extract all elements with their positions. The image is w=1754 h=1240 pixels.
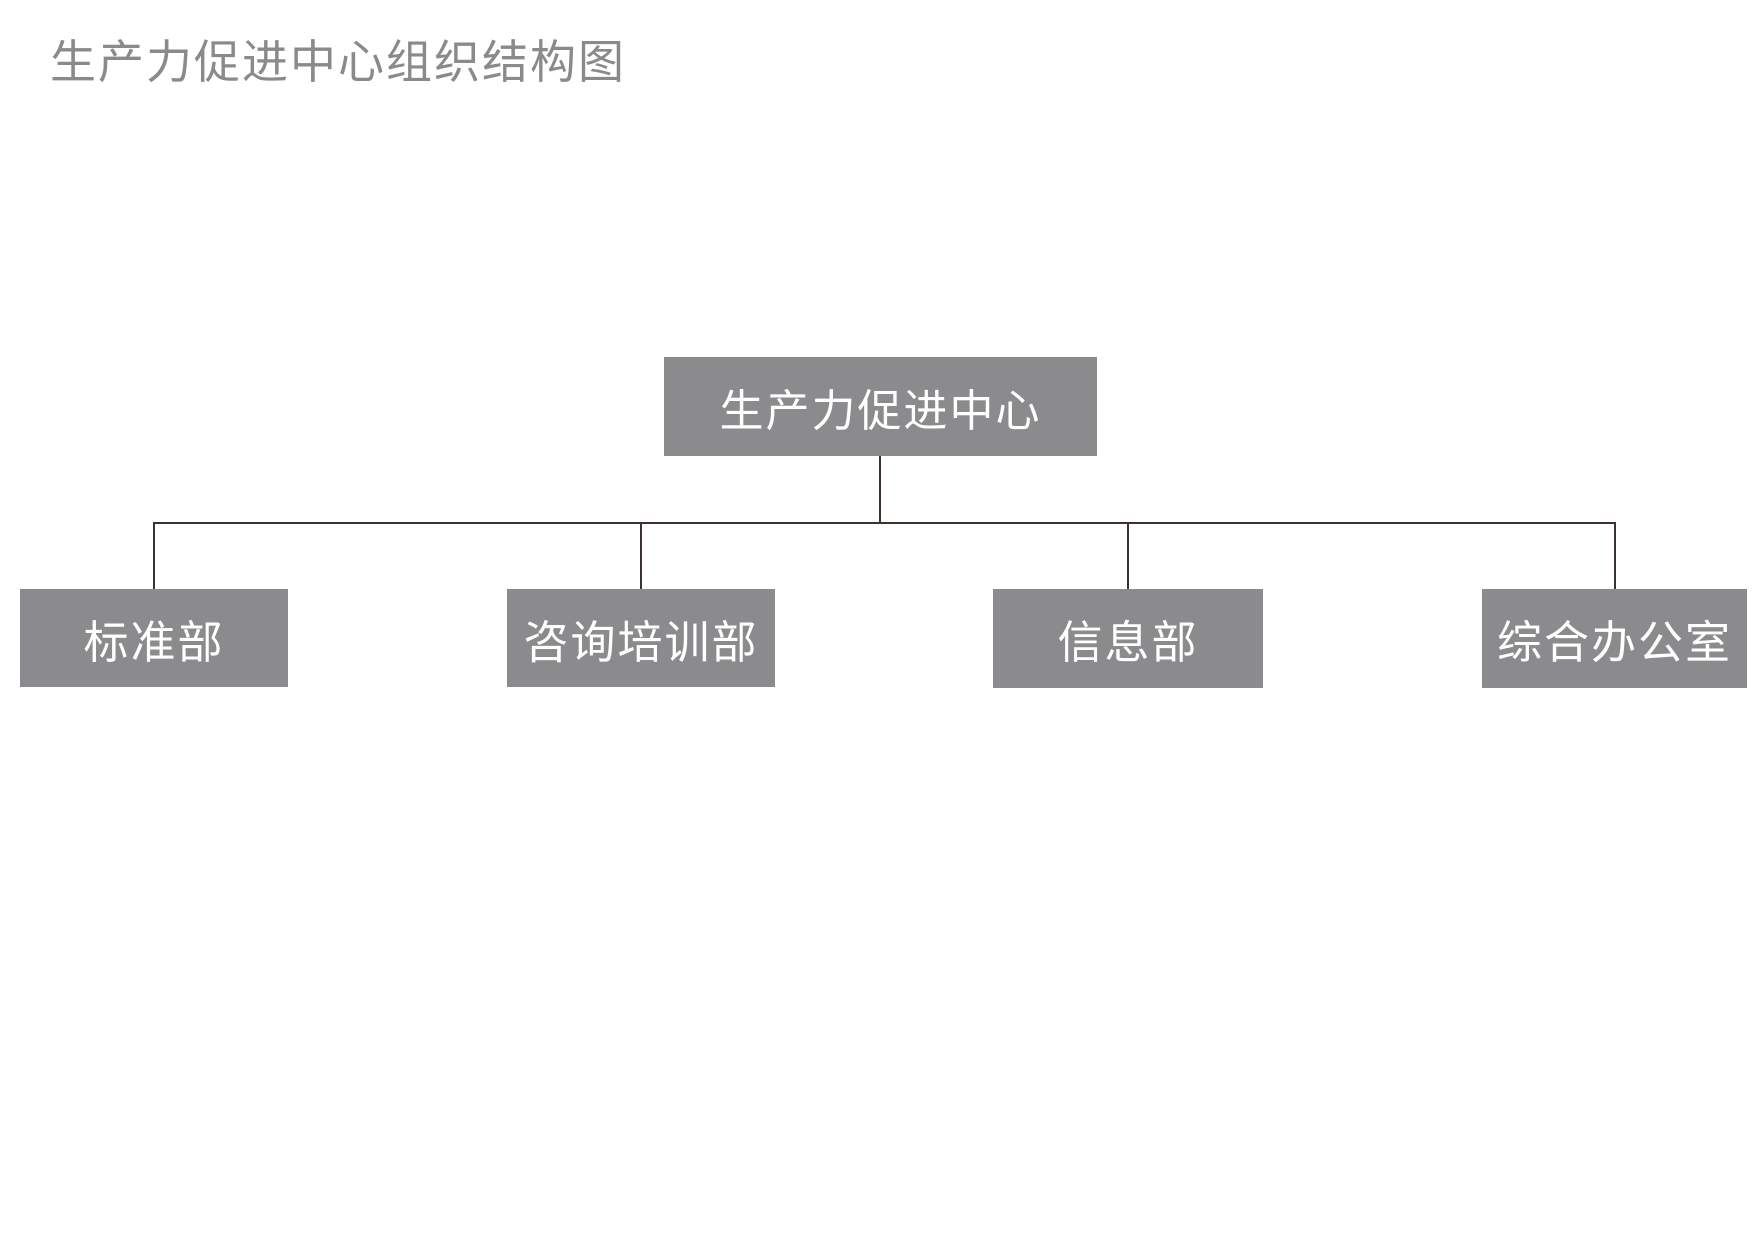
page-title: 生产力促进中心组织结构图	[50, 36, 626, 88]
org-node-root: 生产力促进中心	[664, 357, 1097, 456]
connector-drop-general-office	[1614, 522, 1616, 589]
org-node-standards-dept: 标准部	[20, 589, 288, 687]
connector-drop-consulting-training	[640, 522, 642, 589]
org-node-information-dept: 信息部	[993, 589, 1263, 688]
org-node-general-office: 综合办公室	[1482, 589, 1747, 688]
connector-horizontal-rail	[153, 522, 1616, 524]
connector-root-drop	[879, 456, 881, 524]
connector-drop-standards	[153, 522, 155, 589]
org-node-consulting-training-dept: 咨询培训部	[507, 589, 775, 687]
connector-drop-information	[1127, 522, 1129, 589]
